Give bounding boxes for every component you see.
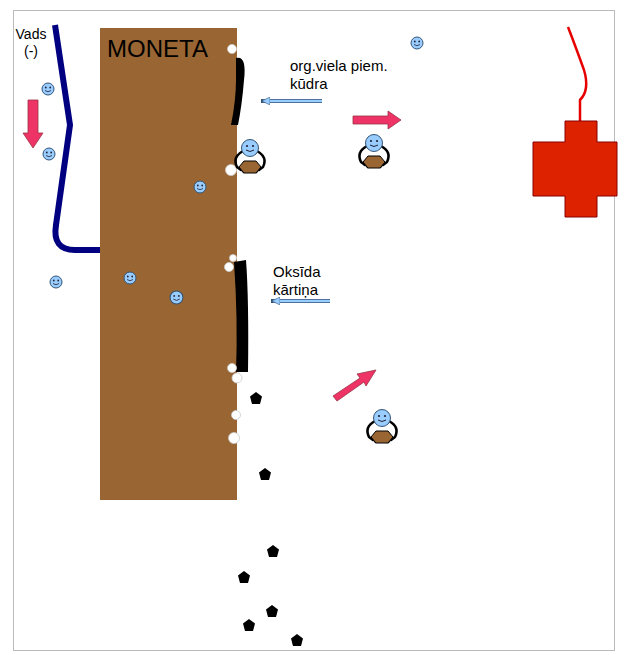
- movement-arrow: [333, 370, 376, 401]
- electrons: [42, 37, 423, 304]
- frame: [14, 11, 615, 651]
- leader-arrow: [261, 99, 322, 103]
- annotation-label: Oksīda kārtiņa: [273, 263, 345, 299]
- leader-arrow: [271, 299, 330, 303]
- leader-arrow: [273, 300, 330, 302]
- bubbles: [225, 45, 243, 444]
- electron-flow-arrow: [23, 100, 43, 148]
- coin-box: MONETA: [100, 28, 237, 500]
- coin-body: [100, 28, 237, 500]
- molecules: [235, 135, 396, 444]
- wire: [55, 25, 100, 250]
- anode-plus: [533, 121, 617, 217]
- coin-title: MONETA: [107, 35, 230, 64]
- annotation-label: org.viela piem. kūdra: [290, 57, 394, 93]
- debris: [238, 392, 303, 646]
- movement-arrow: [353, 111, 401, 129]
- organic-layer: [231, 58, 245, 125]
- leader-arrow: [263, 100, 322, 102]
- annotation-label: Vads (-): [12, 26, 50, 60]
- anode-wire: [568, 27, 586, 121]
- oxide-layer: [234, 260, 248, 372]
